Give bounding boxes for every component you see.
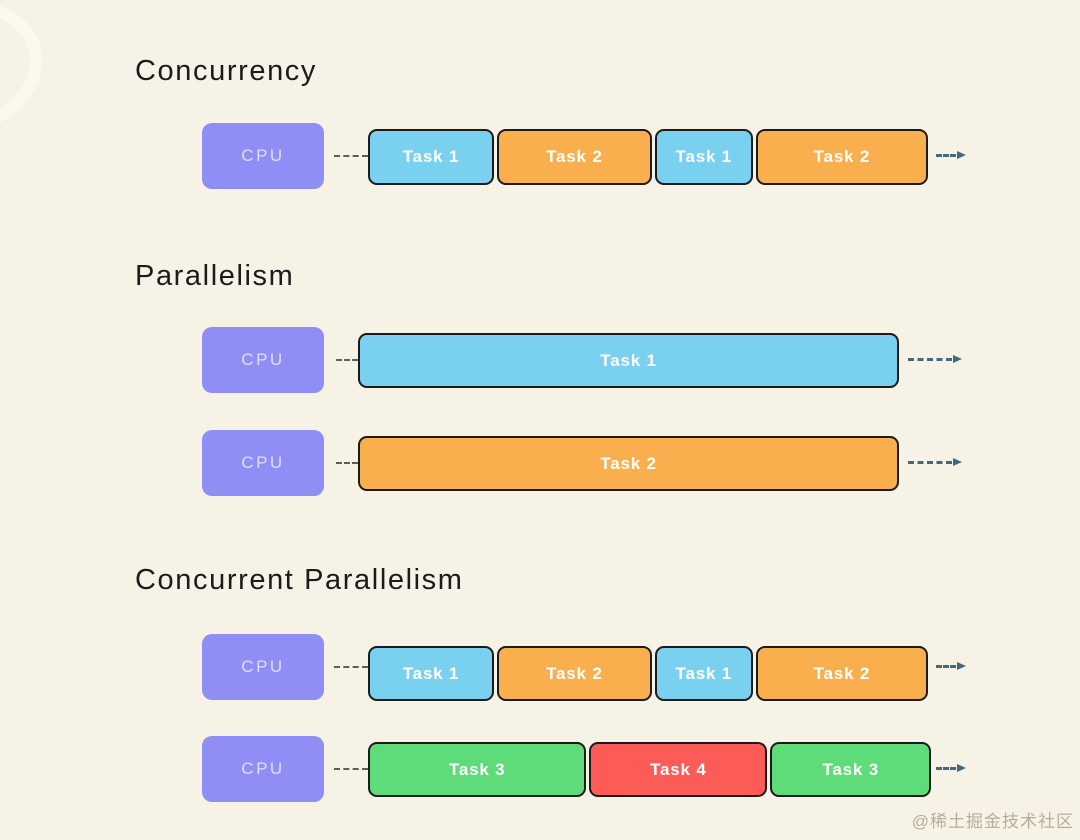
task-timeline: Task 2 <box>358 436 899 491</box>
task-box-task-1: Task 1 <box>654 646 753 701</box>
section-title-concurrency: Concurrency <box>135 55 317 87</box>
task-box-task-2: Task 2 <box>496 646 652 701</box>
task-box-task-1: Task 1 <box>358 333 899 388</box>
task-box-task-1: Task 1 <box>654 129 753 185</box>
parallelism-cpu-row-2: CPU Task 2 <box>0 430 1080 496</box>
task-box-task-3: Task 3 <box>368 742 587 797</box>
timeline-arrow-icon <box>908 355 962 363</box>
task-box-task-1: Task 1 <box>368 646 494 701</box>
cpu-box: CPU <box>202 634 324 700</box>
cpu-box: CPU <box>202 430 324 496</box>
timeline-arrow-icon <box>936 662 966 670</box>
task-timeline: Task 1 <box>358 333 899 388</box>
cpu-task-dashed-connector <box>336 359 358 361</box>
cpu-box: CPU <box>202 327 324 393</box>
section-title-parallelism: Parallelism <box>135 260 295 292</box>
task-box-task-2: Task 2 <box>755 646 929 701</box>
cpu-box: CPU <box>202 123 324 189</box>
task-box-task-3: Task 3 <box>770 742 931 797</box>
watermark: @稀土掘金技术社区 <box>911 812 1074 831</box>
corner-squiggle-decoration <box>0 5 42 123</box>
task-box-task-4: Task 4 <box>589 742 768 797</box>
task-box-task-2: Task 2 <box>755 129 929 185</box>
cpu-task-dashed-connector <box>334 768 368 770</box>
timeline-arrow-icon <box>908 458 962 466</box>
cpu-box: CPU <box>202 736 324 802</box>
parallelism-cpu-row-1: CPU Task 1 <box>0 327 1080 393</box>
task-box-task-2: Task 2 <box>496 129 652 185</box>
task-box-task-1: Task 1 <box>368 129 494 185</box>
cpu-task-dashed-connector <box>334 155 368 157</box>
cpu-task-dashed-connector <box>336 462 358 464</box>
timeline-arrow-icon <box>936 151 966 159</box>
section-title-concurrent-parallelism: Concurrent Parallelism <box>135 564 464 596</box>
task-box-task-2: Task 2 <box>358 436 899 491</box>
cpu-task-dashed-connector <box>334 666 368 668</box>
timeline-arrow-icon <box>936 764 966 772</box>
